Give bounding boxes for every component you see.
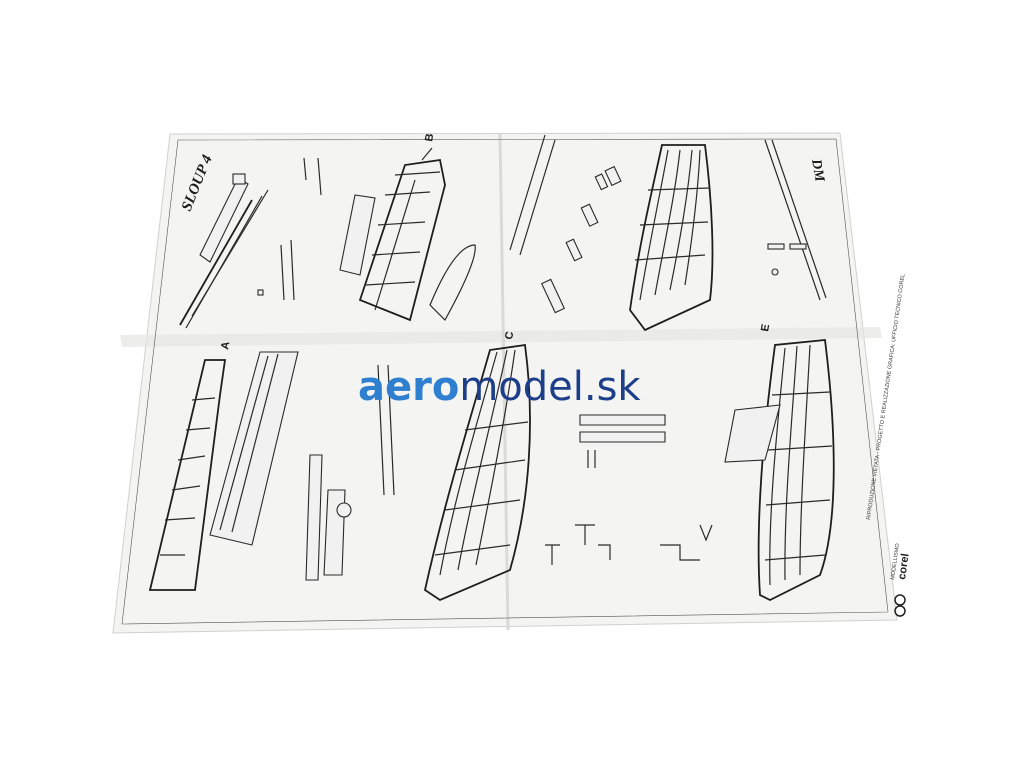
drawing-strips-upper-left	[179, 157, 322, 329]
drawing-small-parts	[509, 134, 622, 314]
drawing-part-e	[724, 339, 835, 602]
brand-logo-icon	[894, 594, 906, 617]
part-label-b: B	[423, 133, 436, 143]
sheet-title-right: DM	[808, 157, 827, 183]
drawing-part-a	[148, 351, 299, 591]
drawing-oars	[764, 139, 827, 301]
part-label-e: E	[759, 323, 772, 332]
brand-sub-text: MODELLISMO	[890, 542, 901, 580]
watermark-part1: aero	[358, 364, 459, 410]
brand-logo-text: corel	[896, 553, 912, 581]
watermark-part2: model.sk	[459, 364, 641, 410]
drawing-hull-upper-right	[629, 144, 714, 332]
part-label-a: A	[219, 341, 232, 351]
drawing-middle-right-parts	[545, 414, 713, 565]
watermark: aeromodel.sk	[358, 364, 641, 410]
part-label-c: C	[503, 331, 516, 341]
drawing-part-c	[423, 343, 531, 602]
svg-text:aeromodel.sk: aeromodel.sk	[358, 364, 641, 410]
drawing-middle-strips	[305, 364, 395, 581]
imprint-text: RIPRODUZIONE VIETATA - PROGETTO E REALIZ…	[866, 274, 906, 521]
drawing-part-b	[339, 147, 476, 322]
